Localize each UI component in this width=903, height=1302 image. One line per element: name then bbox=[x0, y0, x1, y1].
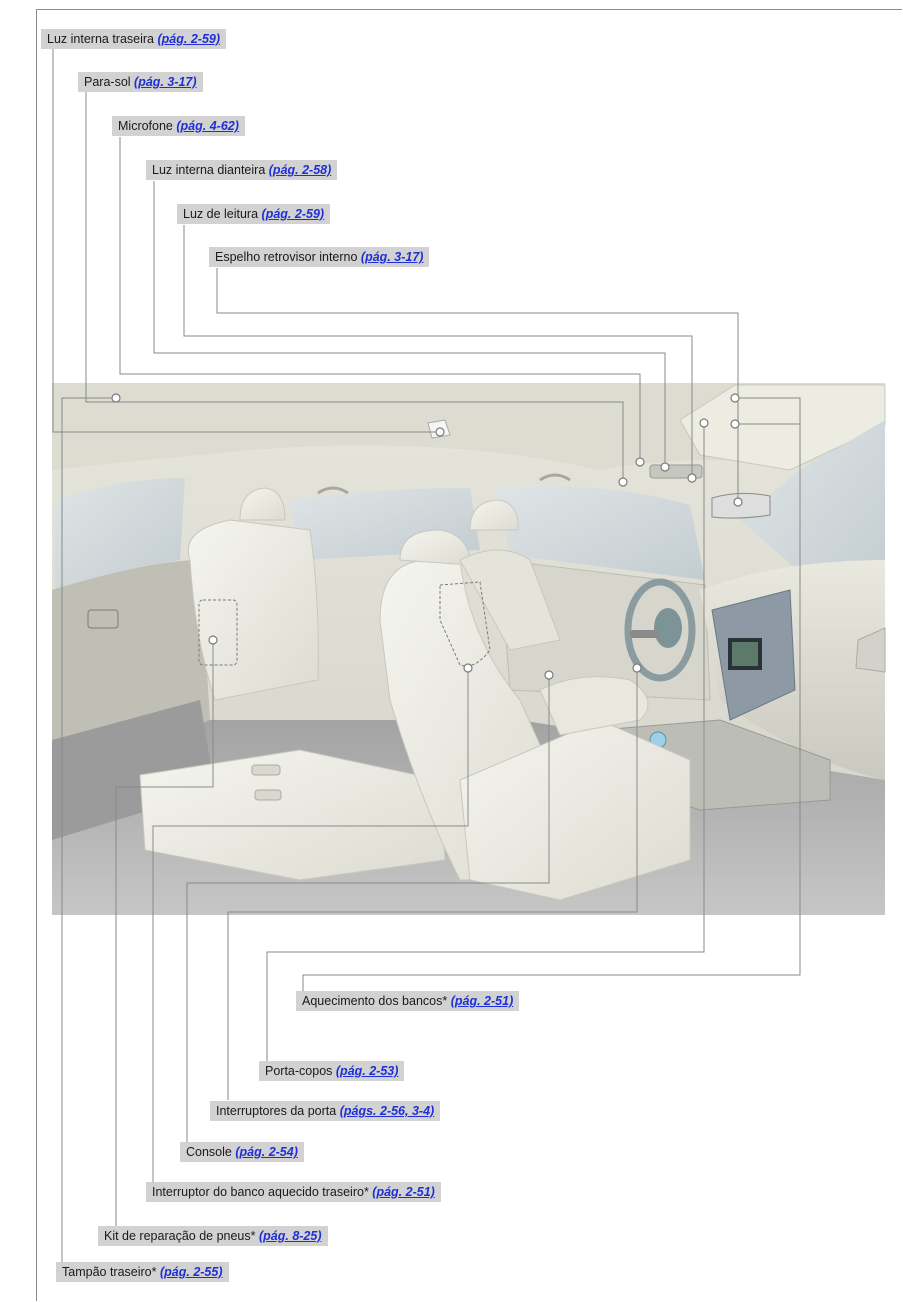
callout-text: Kit de reparação de pneus* bbox=[104, 1229, 256, 1243]
page-link[interactable]: (pág. 3-17) bbox=[361, 250, 424, 264]
callout-rear-heated-seat-switch: Interruptor do banco aquecido traseiro* … bbox=[146, 1182, 441, 1202]
callout-text: Tampão traseiro* bbox=[62, 1265, 157, 1279]
callout-text: Luz interna traseira bbox=[47, 32, 154, 46]
callout-text: Para-sol bbox=[84, 75, 131, 89]
point-reading-light bbox=[688, 474, 696, 482]
callout-reading-light: Luz de leitura (pág. 2-59) bbox=[177, 204, 330, 224]
page-link[interactable]: (pág. 2-51) bbox=[372, 1185, 435, 1199]
callout-text: Espelho retrovisor interno bbox=[215, 250, 357, 264]
page-link[interactable]: (pág. 2-58) bbox=[269, 163, 332, 177]
point-rear-interior-light bbox=[436, 428, 444, 436]
rear-seat-back bbox=[188, 520, 318, 700]
callout-text: Luz de leitura bbox=[183, 207, 258, 221]
callout-text: Aquecimento dos bancos* bbox=[302, 994, 447, 1008]
callout-rearview-mirror: Espelho retrovisor interno (pág. 3-17) bbox=[209, 247, 429, 267]
steering-hub bbox=[654, 608, 682, 648]
rearview-mirror-shape bbox=[712, 493, 770, 518]
callout-text: Console bbox=[186, 1145, 232, 1159]
point-heated-seats-2 bbox=[731, 420, 739, 428]
page-link[interactable]: (págs. 2-56, 3-4) bbox=[340, 1104, 434, 1118]
seat-belt-buckle-2 bbox=[255, 790, 281, 800]
callout-heated-seats: Aquecimento dos bancos* (pág. 2-51) bbox=[296, 991, 519, 1011]
seat-belt-buckle-1 bbox=[252, 765, 280, 775]
point-rear-heated-seat-switch bbox=[464, 664, 472, 672]
nav-screen-display bbox=[732, 642, 758, 666]
point-rearview-mirror bbox=[734, 498, 742, 506]
callout-tire-repair-kit: Kit de reparação de pneus* (pág. 8-25) bbox=[98, 1226, 328, 1246]
point-tire-repair-kit bbox=[209, 636, 217, 644]
page-link[interactable]: (pág. 2-59) bbox=[262, 207, 325, 221]
point-cup-holders bbox=[700, 419, 708, 427]
point-console bbox=[545, 671, 553, 679]
callout-cup-holders: Porta-copos (pág. 2-53) bbox=[259, 1061, 404, 1081]
point-microphone bbox=[636, 458, 644, 466]
page-link[interactable]: (pág. 2-51) bbox=[451, 994, 514, 1008]
callout-rear-interior-light: Luz interna traseira (pág. 2-59) bbox=[41, 29, 226, 49]
point-sun-visor bbox=[619, 478, 627, 486]
point-heated-seats-1 bbox=[731, 394, 739, 402]
page-link[interactable]: (pág. 3-17) bbox=[134, 75, 197, 89]
page-link[interactable]: (pág. 2-55) bbox=[160, 1265, 223, 1279]
point-front-interior-light bbox=[661, 463, 669, 471]
page-link[interactable]: (pág. 2-53) bbox=[336, 1064, 399, 1078]
leader-rear-interior-light bbox=[53, 40, 440, 432]
callout-text: Porta-copos bbox=[265, 1064, 332, 1078]
page-link[interactable]: (pág. 2-54) bbox=[235, 1145, 298, 1159]
callout-door-switches: Interruptores da porta (págs. 2-56, 3-4) bbox=[210, 1101, 440, 1121]
page-link[interactable]: (pág. 4-62) bbox=[176, 119, 239, 133]
callout-text: Luz interna dianteira bbox=[152, 163, 265, 177]
page-link[interactable]: (pág. 2-59) bbox=[158, 32, 221, 46]
callout-tonneau-cover: Tampão traseiro* (pág. 2-55) bbox=[56, 1262, 229, 1282]
callout-sun-visor: Para-sol (pág. 3-17) bbox=[78, 72, 203, 92]
callout-console: Console (pág. 2-54) bbox=[180, 1142, 304, 1162]
door-switch-shape bbox=[630, 630, 660, 638]
point-door-switches bbox=[633, 664, 641, 672]
callout-text: Microfone bbox=[118, 119, 173, 133]
point-tonneau-cover bbox=[112, 394, 120, 402]
callout-text: Interruptor do banco aquecido traseiro* bbox=[152, 1185, 369, 1199]
callout-text: Interruptores da porta bbox=[216, 1104, 336, 1118]
callout-front-interior-light: Luz interna dianteira (pág. 2-58) bbox=[146, 160, 337, 180]
page-link[interactable]: (pág. 8-25) bbox=[259, 1229, 322, 1243]
callout-microphone: Microfone (pág. 4-62) bbox=[112, 116, 245, 136]
